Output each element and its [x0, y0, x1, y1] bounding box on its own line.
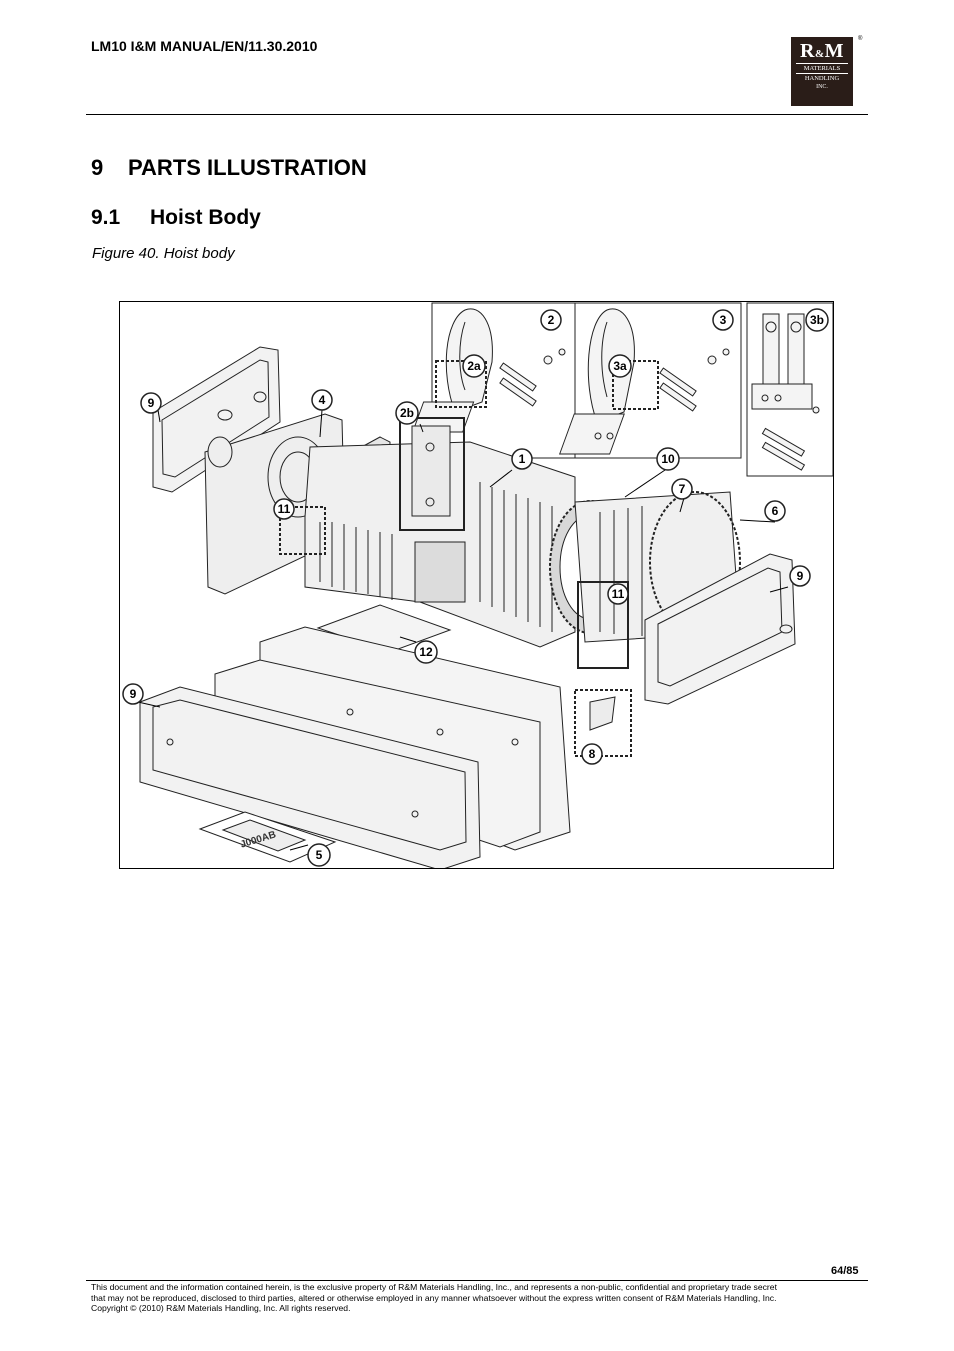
section-heading: 9 PARTS ILLUSTRATION — [91, 155, 367, 181]
svg-text:7: 7 — [679, 482, 686, 496]
footer-copyright: Copyright © (2010) R&M Materials Handlin… — [91, 1303, 351, 1314]
callout-7: 8 — [581, 743, 603, 765]
detail-7-box — [574, 689, 632, 757]
svg-text:8: 8 — [589, 747, 596, 761]
callout-4: 4 — [311, 389, 333, 411]
hoist-body-illustration: J000AB 9 4 2b 2 2a 3 3a 3b 1 10 — [119, 301, 834, 869]
callout-8-bottom-left: 9 — [122, 683, 144, 705]
svg-text:1: 1 — [519, 452, 526, 466]
section-number: 9 — [91, 155, 104, 180]
svg-text:5: 5 — [316, 848, 323, 862]
detail-2a-box — [435, 360, 487, 408]
subsection-title: Hoist Body — [150, 206, 261, 229]
callout-9-left: 11 — [273, 498, 295, 520]
callout-11: 12 — [414, 640, 438, 664]
hook-mount-2b-drawing — [411, 425, 451, 517]
svg-text:9: 9 — [130, 687, 137, 701]
callout-8-right: 9 — [789, 565, 811, 587]
svg-text:3b: 3b — [810, 313, 824, 327]
callout-2a: 2a — [462, 354, 486, 378]
page-number: 64/85 — [831, 1265, 859, 1277]
svg-text:11: 11 — [612, 587, 625, 601]
document-id: LM10 I&M MANUAL/EN/11.30.2010 — [91, 38, 318, 54]
footer-notice: This document and the information contai… — [91, 1282, 866, 1314]
svg-text:12: 12 — [419, 645, 433, 659]
footer-rule — [86, 1280, 868, 1281]
company-logo: R&M MATERIALS HANDLING INC. — [791, 37, 853, 106]
callout-3b: 3b — [805, 308, 829, 332]
registered-mark: ® — [858, 36, 863, 42]
end-cover-bottom-drawing — [139, 686, 481, 868]
callout-10: 10 — [656, 447, 680, 471]
svg-text:3: 3 — [720, 313, 727, 327]
footer-line-1: This document and the information contai… — [91, 1282, 777, 1292]
detail-9-left-box — [279, 506, 326, 555]
svg-text:9: 9 — [797, 569, 804, 583]
end-cover-left-drawing — [152, 346, 281, 493]
subsection-number: 9.1 — [91, 206, 121, 229]
svg-text:3a: 3a — [613, 359, 627, 373]
subsection-heading: 9.1 Hoist Body — [91, 206, 261, 230]
leader-lines — [137, 409, 789, 851]
section-title: PARTS ILLUSTRATION — [128, 155, 367, 180]
svg-text:10: 10 — [661, 452, 675, 466]
callout-3: 3 — [712, 309, 734, 331]
footer-line-2: that may not be reproduced, disclosed to… — [91, 1292, 777, 1303]
svg-text:11: 11 — [278, 502, 291, 516]
callout-3a: 3a — [608, 354, 632, 378]
svg-text:2b: 2b — [400, 406, 414, 420]
header-rule — [86, 114, 868, 115]
svg-text:2: 2 — [548, 313, 555, 327]
nameplate-drawing: J000AB — [198, 811, 337, 863]
callout-9-right: 11 — [607, 583, 629, 605]
clamp-7-drawing — [589, 696, 616, 731]
end-cover-right-drawing — [644, 553, 796, 705]
detail-2b-box — [399, 417, 465, 531]
callout-6: 7 — [671, 478, 693, 500]
callout-5: 6 — [764, 500, 786, 522]
callout-2: 2 — [540, 309, 562, 331]
svg-text:4: 4 — [319, 393, 326, 407]
svg-text:9: 9 — [148, 396, 155, 410]
callout-1: 1 — [511, 448, 533, 470]
hoist-frame-drawing — [304, 441, 576, 648]
callout-12: 5 — [307, 843, 331, 867]
callout-2b: 2b — [395, 401, 419, 425]
clevis-3b-drawing — [751, 313, 820, 471]
svg-text:6: 6 — [772, 504, 779, 518]
callout-8-top-left: 9 — [140, 392, 162, 414]
svg-text:2a: 2a — [467, 359, 481, 373]
detail-3a-box — [612, 360, 659, 410]
detail-9-right-box — [577, 581, 629, 669]
figure-caption: Figure 40. Hoist body — [92, 245, 235, 262]
